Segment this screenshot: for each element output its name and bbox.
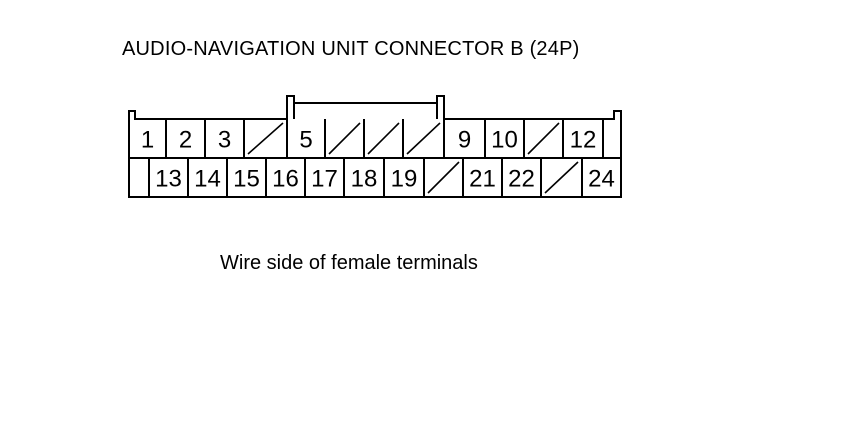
pin-label: 17 [311,166,338,193]
pin-label: 12 [570,127,597,154]
pin-label: 24 [588,166,615,193]
pin-label: 18 [351,166,378,193]
pin-label: 9 [458,127,471,154]
empty-cavity-slash [328,122,361,155]
empty-cavity-slash [247,122,284,155]
connector-housing [128,95,622,198]
empty-cavity-slash [406,122,441,155]
pin-label: 14 [194,166,221,193]
empty-cavity-slash [544,161,579,194]
pin-label: 5 [299,127,312,154]
pin-label: 16 [272,166,299,193]
diagram-caption: Wire side of female terminals [220,252,478,274]
pin-label: 15 [233,166,260,193]
empty-cavity-slash [527,122,560,155]
pin-label: 22 [508,166,535,193]
empty-cavity-slash [367,122,400,155]
pin-label: 10 [491,127,518,154]
pin-label: 2 [179,127,192,154]
pin-label: 1 [141,127,154,154]
pin-label: 21 [469,166,496,193]
diagram-title: AUDIO-NAVIGATION UNIT CONNECTOR B (24P) [122,38,580,60]
empty-cavity-slash [427,161,460,194]
pin-label: 19 [391,166,418,193]
pin-label: 13 [155,166,182,193]
pin-label: 3 [218,127,231,154]
